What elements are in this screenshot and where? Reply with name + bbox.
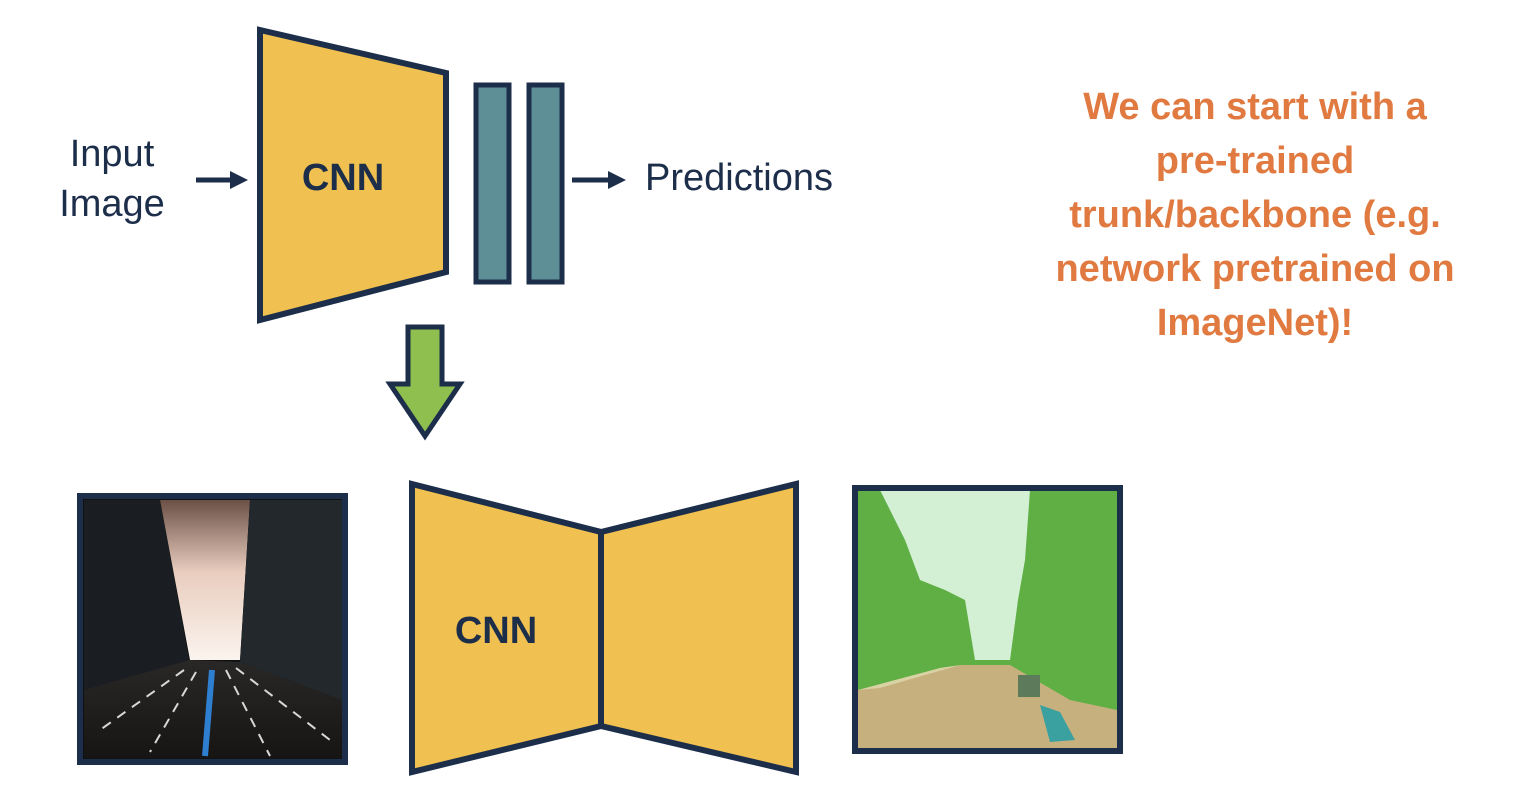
input-arrow <box>196 171 248 189</box>
note-line: ImageNet)! <box>1156 302 1354 344</box>
fc-layer-2 <box>526 82 565 285</box>
predictions-label: Predictions <box>645 157 833 199</box>
note-line: network pretrained on <box>1055 248 1455 290</box>
input-label-line2: Image <box>59 183 165 225</box>
output-arrow <box>572 171 626 189</box>
top-cnn-label: CNN <box>302 157 384 199</box>
note-line: We can start with a <box>1083 86 1427 128</box>
note-line: trunk/backbone (e.g. <box>1069 194 1441 236</box>
pretrained-backbone-note: We can start with a pre-trained trunk/ba… <box>1000 80 1510 350</box>
bottom-cnn-decoder <box>598 480 799 776</box>
segmentation-output-image <box>852 485 1123 754</box>
bottom-cnn-label: CNN <box>455 610 537 652</box>
input-street-image <box>77 493 348 765</box>
note-line: pre-trained <box>1155 140 1355 182</box>
fc-layer-1 <box>473 82 512 285</box>
top-cnn-encoder <box>257 26 449 324</box>
input-label-line1: Input <box>70 133 155 175</box>
transfer-down-arrow <box>385 324 465 441</box>
